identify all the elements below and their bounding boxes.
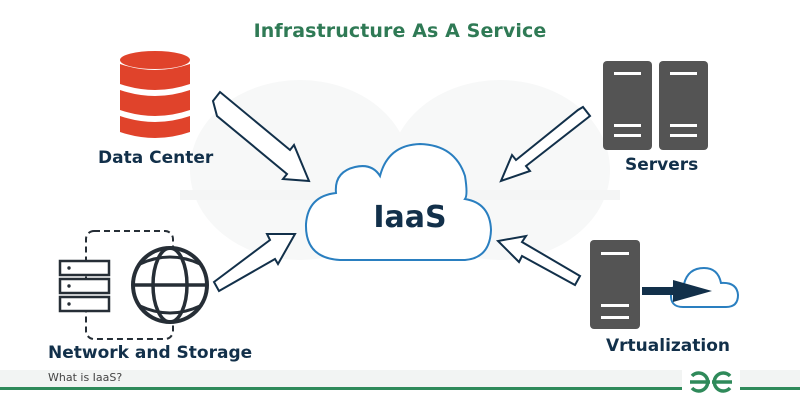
arrow-servers: [499, 105, 592, 183]
arrow-data-center: [211, 90, 311, 183]
footer-bar: [0, 370, 800, 389]
network-storage-label: Network and Storage: [48, 343, 253, 363]
servers-label: Servers: [625, 155, 699, 175]
virtualization-label: Vrtualization: [606, 336, 730, 356]
arrow-virtualization: [495, 234, 582, 287]
data-center-label: Data Center: [98, 148, 214, 168]
iaas-label: IaaS: [373, 200, 447, 235]
database-icon: [120, 51, 190, 138]
footer-caption: What is IaaS?: [48, 371, 123, 384]
cloud-icon: [304, 142, 493, 261]
footer-logo-area: [682, 362, 740, 400]
gfg-logo-icon: [690, 371, 732, 393]
diagram-title: Infrastructure As A Service: [253, 20, 547, 42]
arrow-network-storage: [212, 233, 297, 293]
globe-storage-icon: [58, 230, 209, 340]
server-to-cloud-icon: [590, 240, 740, 329]
footer-accent-line: [0, 387, 800, 390]
server-rack-icon: [603, 61, 708, 150]
